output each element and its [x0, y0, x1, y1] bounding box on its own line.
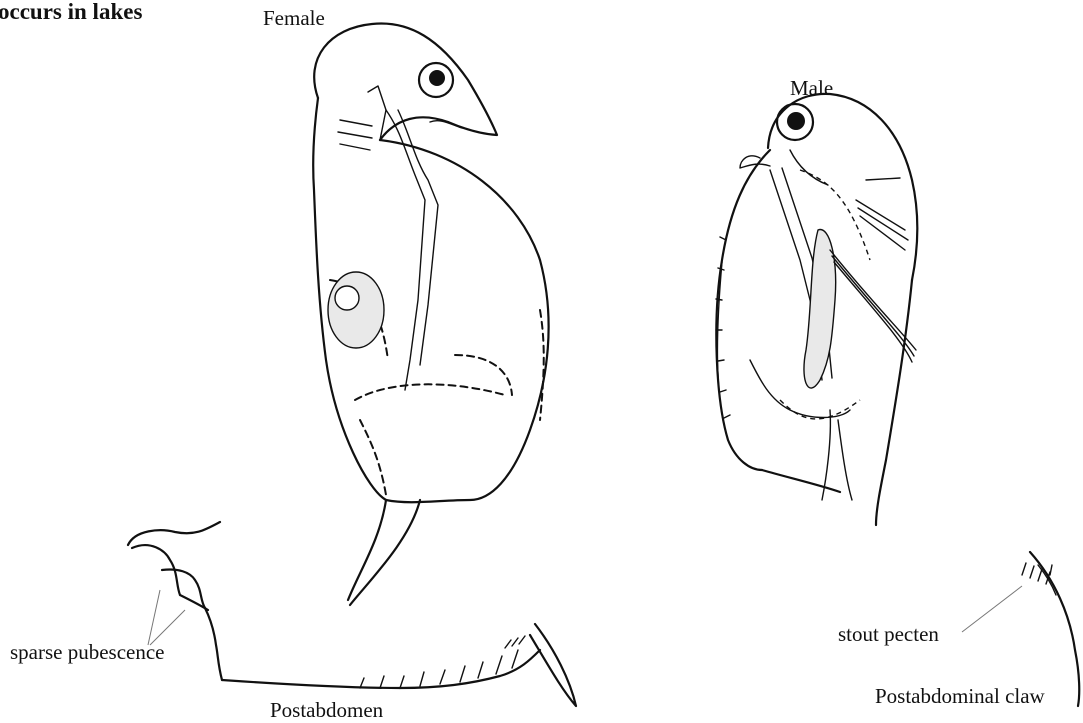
female-ovary-icon — [328, 272, 384, 348]
female-daphnia-illustration — [313, 23, 548, 605]
female-postabdomen-illustration — [128, 522, 576, 706]
male-daphnia-illustration — [716, 94, 917, 525]
pecten-leader-line — [962, 586, 1022, 632]
pubescence-leader-line-2 — [150, 610, 185, 645]
male-postabdominal-claw-illustration — [1022, 552, 1079, 706]
